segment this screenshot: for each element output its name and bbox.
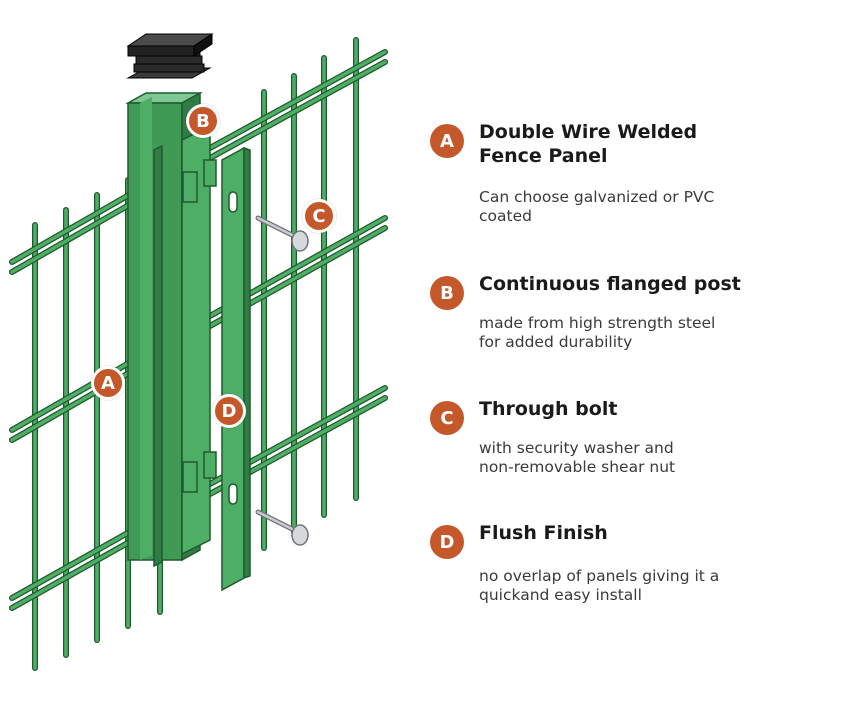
legend-desc-d: no overlap of panels giving it a quickan… bbox=[479, 567, 739, 605]
legend-desc-b: made from high strength steel for added … bbox=[479, 314, 739, 352]
post-cap-icon bbox=[128, 34, 212, 78]
legend-badge-c: C bbox=[430, 401, 464, 435]
flush-clamp-bar bbox=[222, 148, 250, 590]
legend-title-c: Through bolt bbox=[479, 397, 839, 421]
flanged-post bbox=[128, 93, 210, 566]
callout-badge-d: D bbox=[212, 394, 246, 428]
legend-badge-d: D bbox=[430, 525, 464, 559]
legend-title-a: Double Wire Welded Fence Panel bbox=[479, 120, 709, 168]
legend-title-b: Continuous flanged post bbox=[479, 272, 839, 296]
legend-badge-a: A bbox=[430, 124, 464, 158]
legend-desc-a: Can choose galvanized or PVC coated bbox=[479, 188, 739, 226]
callout-badge-a: A bbox=[91, 366, 125, 400]
legend-title-d: Flush Finish bbox=[479, 521, 839, 545]
legend-badge-b: B bbox=[430, 276, 464, 310]
fence-illustration: B C A D bbox=[0, 0, 420, 699]
callout-badge-c: C bbox=[302, 199, 336, 233]
legend-desc-c: with security washer and non-removable s… bbox=[479, 439, 709, 477]
callout-badge-b: B bbox=[186, 104, 220, 138]
